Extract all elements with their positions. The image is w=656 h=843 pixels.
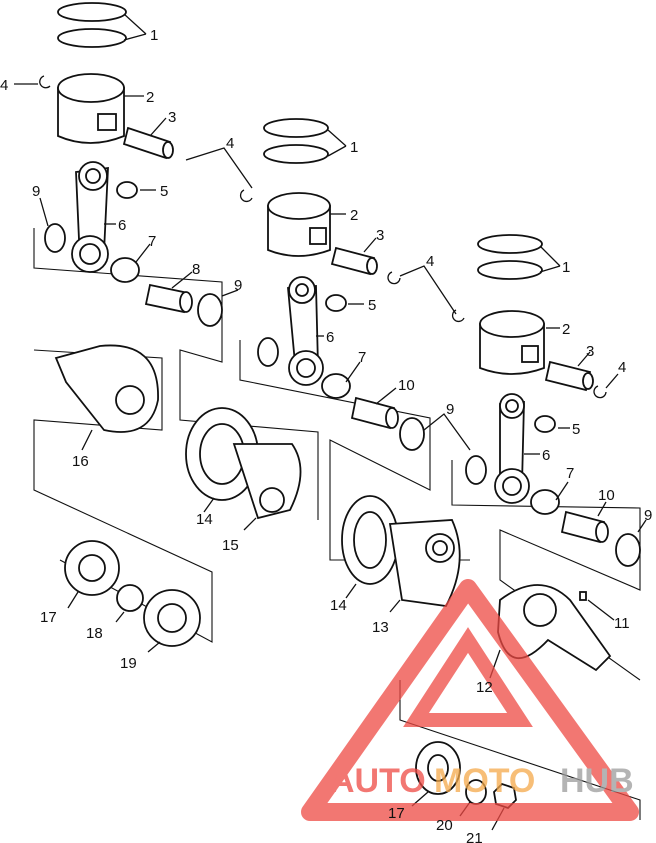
thrust-washer [399, 417, 425, 451]
needle-bearing [534, 415, 556, 433]
callout-2: 2 [146, 89, 154, 106]
woodruff-key [579, 591, 587, 601]
callout-8: 8 [192, 261, 200, 278]
needle-bearing [116, 181, 138, 199]
thrust-washer [257, 337, 279, 367]
callout-9: 9 [446, 401, 454, 418]
callout-3: 3 [376, 227, 384, 244]
piston-ring [263, 144, 329, 164]
callout-3: 3 [168, 109, 176, 126]
needle-bearing [530, 489, 560, 515]
crank-web [388, 519, 461, 607]
watermark-text-hub: HUB [560, 762, 634, 800]
callout-6: 6 [542, 447, 550, 464]
callout-18: 18 [86, 625, 103, 642]
thrust-washer [465, 455, 487, 485]
callout-14: 14 [330, 597, 347, 614]
callout-10: 10 [398, 377, 415, 394]
callout-labels: 1 2 3 4 4 5 6 7 8 9 9 16 14 15 17 18 19 … [0, 27, 652, 843]
needle-bearing [325, 294, 347, 312]
callout-1: 1 [562, 259, 570, 276]
callout-16: 16 [72, 453, 89, 470]
piston-ring [477, 234, 543, 254]
callout-1: 1 [350, 139, 358, 156]
callout-4: 4 [0, 77, 8, 94]
callout-4: 4 [226, 135, 234, 152]
piston-pin [544, 360, 592, 392]
piston-ring [477, 260, 543, 280]
crankshaft-half [54, 344, 159, 433]
circlip [593, 385, 607, 399]
piston-ring [57, 2, 127, 22]
callout-6: 6 [326, 329, 334, 346]
leader-lines [14, 13, 647, 831]
needle-bearing [110, 257, 140, 283]
callout-17: 17 [40, 609, 57, 626]
watermark-text-auto: AUTO [330, 762, 426, 800]
callout-2: 2 [350, 207, 358, 224]
callout-6: 6 [118, 217, 126, 234]
callout-2: 2 [562, 321, 570, 338]
callout-15: 15 [222, 537, 239, 554]
group-outlines [33, 228, 641, 820]
callout-12: 12 [476, 679, 493, 696]
thrust-washer [44, 223, 66, 253]
watermark-logo: AUTO MOTO HUB [301, 579, 639, 821]
callout-11: 11 [614, 615, 630, 632]
callout-4: 4 [618, 359, 626, 376]
circlip [39, 75, 51, 89]
callout-9: 9 [32, 183, 40, 200]
callout-9: 9 [644, 507, 652, 524]
right-cylinder-parts [415, 234, 641, 810]
circlip [240, 189, 253, 202]
callout-7: 7 [358, 349, 366, 366]
callout-1: 1 [150, 27, 158, 44]
circlip [387, 271, 401, 285]
piston-ring [57, 28, 127, 48]
callout-19: 19 [120, 655, 137, 672]
callout-3: 3 [586, 343, 594, 360]
callout-21: 21 [466, 830, 483, 843]
callout-7: 7 [566, 465, 574, 482]
callout-7: 7 [148, 233, 156, 250]
watermark-text-moto: MOTO [434, 762, 535, 800]
callout-20: 20 [436, 817, 453, 834]
callout-9: 9 [234, 277, 242, 294]
watermark-triangle [301, 579, 639, 821]
thrust-washer [615, 533, 641, 567]
callout-5: 5 [368, 297, 376, 314]
center-cylinder-parts [240, 118, 461, 607]
callout-17: 17 [388, 805, 405, 822]
piston-ring [263, 118, 329, 138]
callout-5: 5 [572, 421, 580, 438]
callout-4: 4 [426, 253, 434, 270]
needle-bearing [321, 373, 351, 399]
thrust-washer [197, 293, 223, 327]
snap-ring [116, 584, 144, 612]
callout-10: 10 [598, 487, 615, 504]
callout-5: 5 [160, 183, 168, 200]
left-cylinder-parts [39, 2, 302, 647]
callout-13: 13 [372, 619, 389, 636]
callout-14: 14 [196, 511, 213, 528]
